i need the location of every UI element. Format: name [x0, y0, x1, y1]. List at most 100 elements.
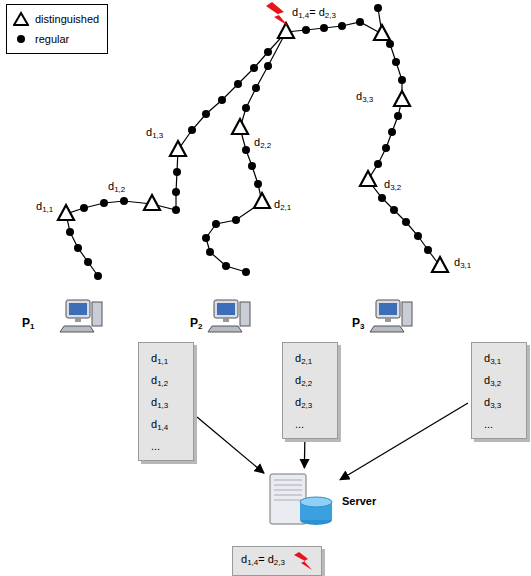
walk-line	[206, 32, 286, 272]
regular-point	[74, 244, 82, 252]
distinguished-point	[58, 205, 74, 220]
legend-text: distinguished	[35, 13, 99, 25]
regular-point	[232, 216, 240, 224]
text-part: d	[295, 352, 301, 364]
server-icon	[266, 470, 336, 532]
legend-box: distinguished regular	[6, 4, 108, 54]
text-part: 3,2	[390, 183, 401, 192]
regular-point	[338, 22, 346, 30]
regular-point	[242, 104, 250, 112]
list-entry: ...	[484, 415, 518, 434]
legend-sample	[13, 31, 29, 47]
regular-point	[398, 76, 406, 84]
text-part: 2,3	[325, 11, 336, 20]
regular-point	[254, 180, 262, 188]
point-label: d3,1	[454, 256, 471, 270]
text-part: d	[484, 396, 490, 408]
list-entry: d3,3	[484, 393, 518, 415]
point-label: d1,3	[146, 126, 163, 140]
text-part: 3,3	[362, 95, 373, 104]
regular-point	[248, 162, 256, 170]
text-part: 1,4	[247, 558, 258, 567]
text-part: 2,2	[301, 379, 312, 388]
text-part: 3	[360, 322, 364, 331]
text-part: d	[274, 198, 280, 210]
distinguished-point	[254, 193, 270, 208]
text-part: 2,1	[301, 357, 312, 366]
regular-point	[382, 144, 390, 152]
regular-point	[250, 64, 258, 72]
distinguished-point	[432, 257, 448, 272]
text-part: d	[295, 374, 301, 386]
text-part: 1,3	[152, 131, 163, 140]
text-part: d	[36, 200, 42, 212]
computer-icon	[208, 300, 250, 332]
text-part: 2,3	[274, 558, 285, 567]
list-entry: d1,1	[151, 349, 185, 371]
point-label: d3,2	[384, 178, 401, 192]
text-part: 3,2	[490, 379, 501, 388]
text-part: d	[268, 553, 274, 565]
text-part: ...	[484, 418, 493, 430]
legend-text: regular	[35, 33, 69, 45]
list-entry: d2,2	[295, 371, 329, 393]
text-part: =	[258, 553, 267, 565]
text-part: 1,1	[42, 205, 53, 214]
flow-arrow	[197, 417, 264, 473]
regular-point	[172, 188, 180, 196]
regular-point	[424, 246, 432, 254]
text-part: 2,1	[280, 203, 291, 212]
text-part: d	[108, 180, 114, 192]
text-part: Server	[342, 495, 376, 507]
point-label: d3,3	[356, 90, 373, 104]
regular-point	[84, 258, 92, 266]
text-part: ...	[151, 440, 160, 452]
regular-point	[264, 62, 272, 70]
text-part: P	[352, 316, 360, 330]
list-entry: d3,2	[484, 371, 518, 393]
regular-point	[242, 268, 250, 276]
text-part: 1,4	[298, 11, 309, 20]
point-label: d1,1	[36, 200, 53, 214]
text-part: d	[151, 374, 157, 386]
distinguished-point	[232, 119, 248, 134]
text-part: 1,4	[157, 423, 168, 432]
distinguished-point	[360, 171, 376, 186]
text-part: 3,1	[460, 261, 471, 270]
point-list: d2,1d2,2d2,3...	[282, 342, 338, 439]
text-part: 3,3	[490, 401, 501, 410]
distinguished-point	[394, 91, 410, 106]
text-part: d	[295, 396, 301, 408]
list-entry: d1,4= d2,3	[241, 551, 285, 571]
list-entry: d3,1	[484, 349, 518, 371]
point-label: d1,2	[108, 180, 125, 194]
regular-point	[402, 218, 410, 226]
text-part: d	[484, 374, 490, 386]
walk-line	[66, 8, 382, 276]
list-entry: d2,1	[295, 349, 329, 371]
list-entry: d1,4	[151, 415, 185, 437]
text-part: ...	[295, 418, 304, 430]
point-list: d3,1d3,2d3,3...	[471, 342, 527, 439]
server: Server	[266, 470, 376, 532]
server-label: Server	[342, 495, 376, 507]
list-entry: ...	[295, 415, 329, 434]
regular-point	[356, 18, 364, 26]
text-part: =	[309, 6, 318, 18]
random-walks	[58, 4, 448, 280]
text-part: 2,3	[301, 401, 312, 410]
regular-point	[222, 262, 230, 270]
text-part: d	[454, 256, 460, 268]
regular-point	[173, 168, 181, 176]
text-part: 1,2	[114, 185, 125, 194]
regular-point	[94, 272, 102, 280]
text-part: P	[190, 316, 198, 330]
collision-bolt	[291, 552, 313, 570]
distinguished-point	[170, 141, 186, 156]
distinguished-point	[278, 23, 294, 38]
legend-row: distinguished	[13, 9, 99, 29]
text-part: d	[292, 6, 298, 18]
text-part: 1,3	[157, 401, 168, 410]
